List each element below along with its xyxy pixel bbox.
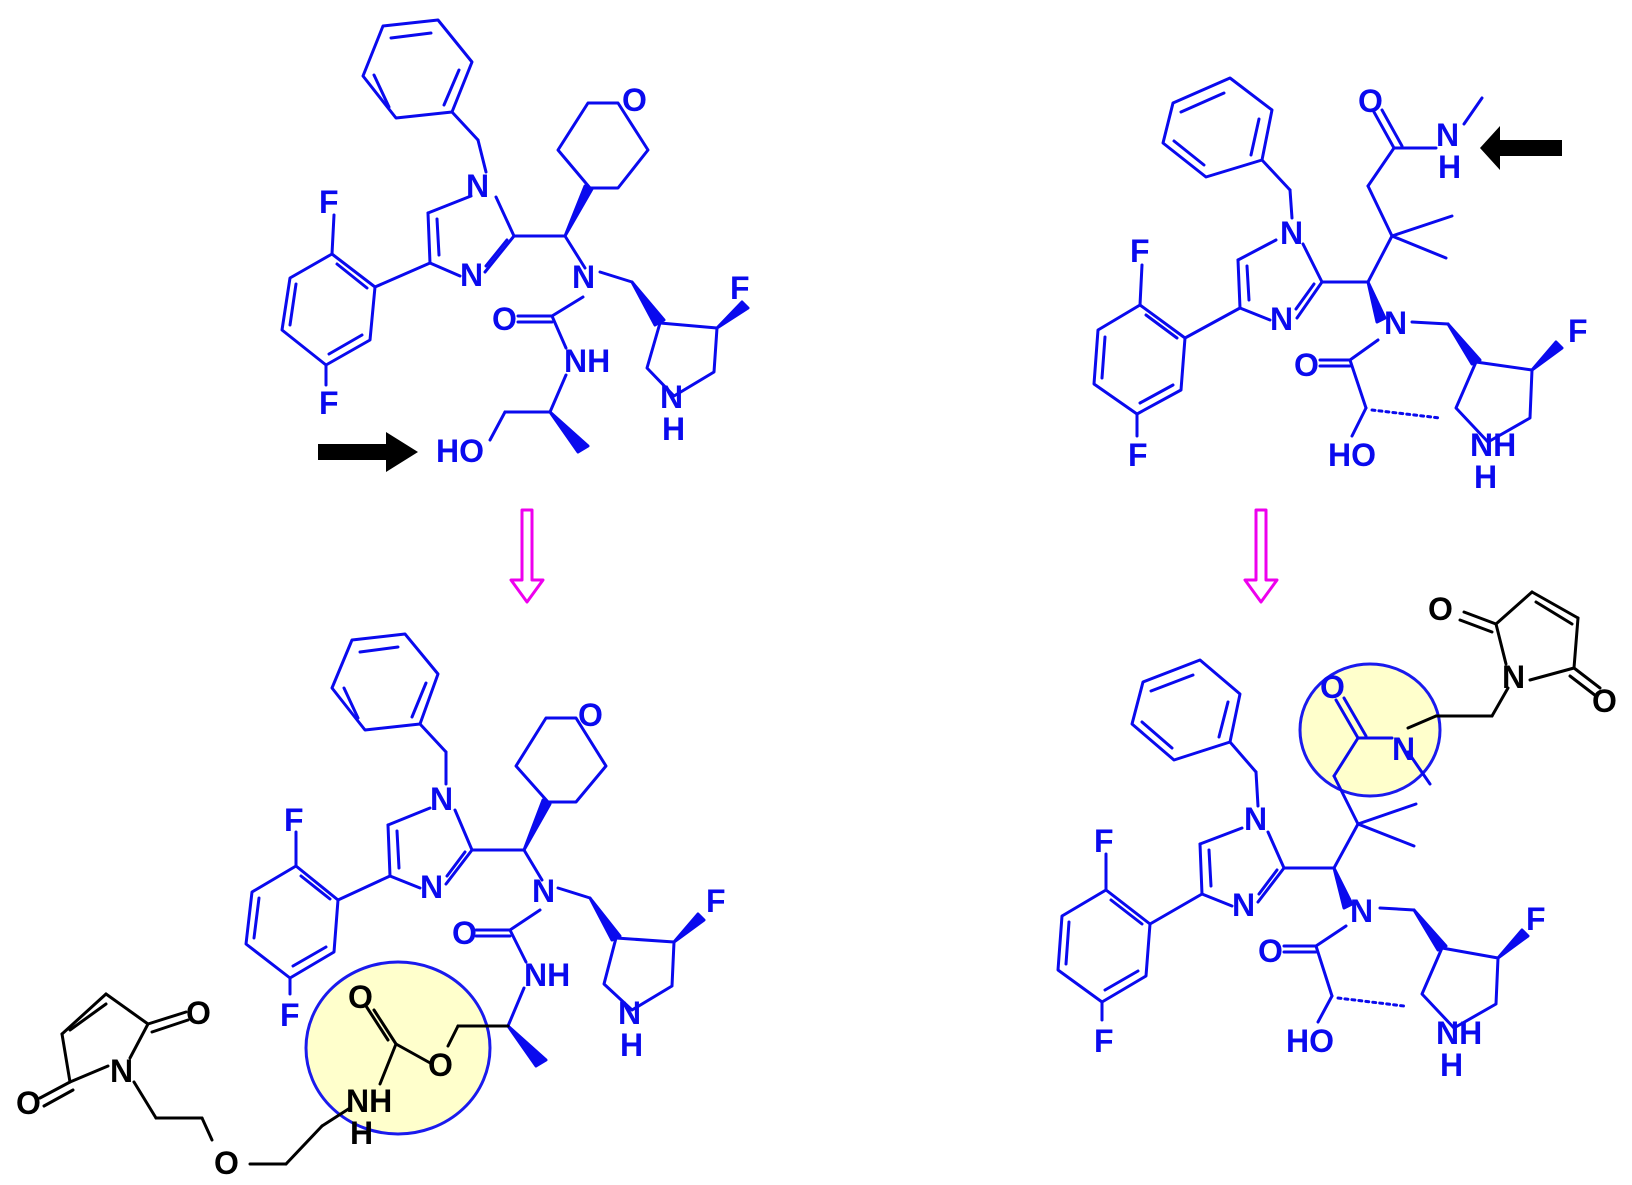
atom-H: H <box>1474 459 1497 495</box>
atom-N: N <box>1270 301 1293 337</box>
atom-O: O <box>1258 933 1283 969</box>
carbamate-highlight <box>304 960 492 1136</box>
indicator-arrow-right <box>1480 126 1562 170</box>
atom-HO: HO <box>1328 437 1376 473</box>
top-left-molecule <box>280 18 750 454</box>
bottom-left-labels: F F N N N O O NH F N H O O NH H O N O O <box>16 697 726 1181</box>
atom-N: N <box>1392 731 1415 767</box>
bottom-right-conjugate <box>1056 658 1530 1030</box>
atom-F: F <box>1128 437 1148 473</box>
atom-N: N <box>420 869 443 905</box>
atom-N: N <box>618 995 641 1031</box>
atom-O: O <box>452 915 477 951</box>
atom-N: N <box>1232 887 1255 923</box>
amide-highlight <box>1298 662 1442 798</box>
atom-NH: NH <box>346 1083 392 1119</box>
atom-O: O <box>1428 591 1453 627</box>
atom-N: N <box>466 168 489 204</box>
atom-NH: NH <box>1436 1015 1482 1051</box>
atom-H: H <box>1440 1047 1463 1083</box>
atom-F: F <box>319 184 339 220</box>
atom-N: N <box>1502 659 1525 695</box>
atom-H: H <box>1438 149 1461 185</box>
atom-N: N <box>1384 305 1407 341</box>
atom-F: F <box>284 802 304 838</box>
atom-O: O <box>1592 683 1617 719</box>
atom-N: N <box>1244 801 1267 837</box>
atom-F: F <box>1094 1023 1114 1059</box>
atom-NH: NH <box>1470 427 1516 463</box>
atom-N: N <box>660 379 683 415</box>
atom-F: F <box>706 883 726 919</box>
atom-F: F <box>730 270 750 306</box>
atom-H: H <box>350 1115 373 1151</box>
bottom-left-conjugate <box>244 632 706 1068</box>
atom-O: O <box>1320 669 1345 705</box>
atom-O: O <box>16 1085 41 1121</box>
atom-O: O <box>214 1145 239 1181</box>
atom-HO: HO <box>436 433 484 469</box>
atom-F: F <box>1526 901 1546 937</box>
atom-O: O <box>186 995 211 1031</box>
atom-O: O <box>578 697 603 733</box>
atom-N: N <box>572 259 595 295</box>
indicator-arrow-left <box>318 432 418 472</box>
atom-N: N <box>110 1053 133 1089</box>
atom-NH: NH <box>564 343 610 379</box>
bottom-right-linker <box>1406 590 1602 730</box>
atom-H: H <box>620 1027 643 1063</box>
atom-O: O <box>622 82 647 118</box>
atom-N: N <box>1280 215 1303 251</box>
atom-N: N <box>532 873 555 909</box>
top-right-molecule <box>1092 76 1564 444</box>
top-right-labels: F F N N N O N H O HO F NH H <box>1128 83 1588 495</box>
reaction-arrow-right <box>1243 508 1279 604</box>
atom-F: F <box>1094 823 1114 859</box>
top-left-labels: F F N N N O O NH HO F N H <box>319 82 750 469</box>
atom-O: O <box>428 1047 453 1083</box>
atom-F: F <box>319 385 339 421</box>
atom-F: F <box>280 997 300 1033</box>
atom-N: N <box>460 257 483 293</box>
atom-O: O <box>1294 347 1319 383</box>
atom-N: N <box>430 781 453 817</box>
bottom-left-linker <box>38 992 510 1166</box>
atom-NH: NH <box>524 957 570 993</box>
atom-H: H <box>662 411 685 447</box>
atom-O: O <box>1358 83 1383 119</box>
atom-O: O <box>492 301 517 337</box>
atom-O: O <box>348 979 373 1015</box>
atom-N: N <box>1436 117 1459 153</box>
atom-HO: HO <box>1286 1023 1334 1059</box>
atom-F: F <box>1568 313 1588 349</box>
reaction-arrow-left <box>509 508 545 604</box>
atom-F: F <box>1130 233 1150 269</box>
atom-N: N <box>1350 893 1373 929</box>
bottom-right-labels: F F N N N O N O HO F NH H N O O <box>1094 591 1617 1083</box>
